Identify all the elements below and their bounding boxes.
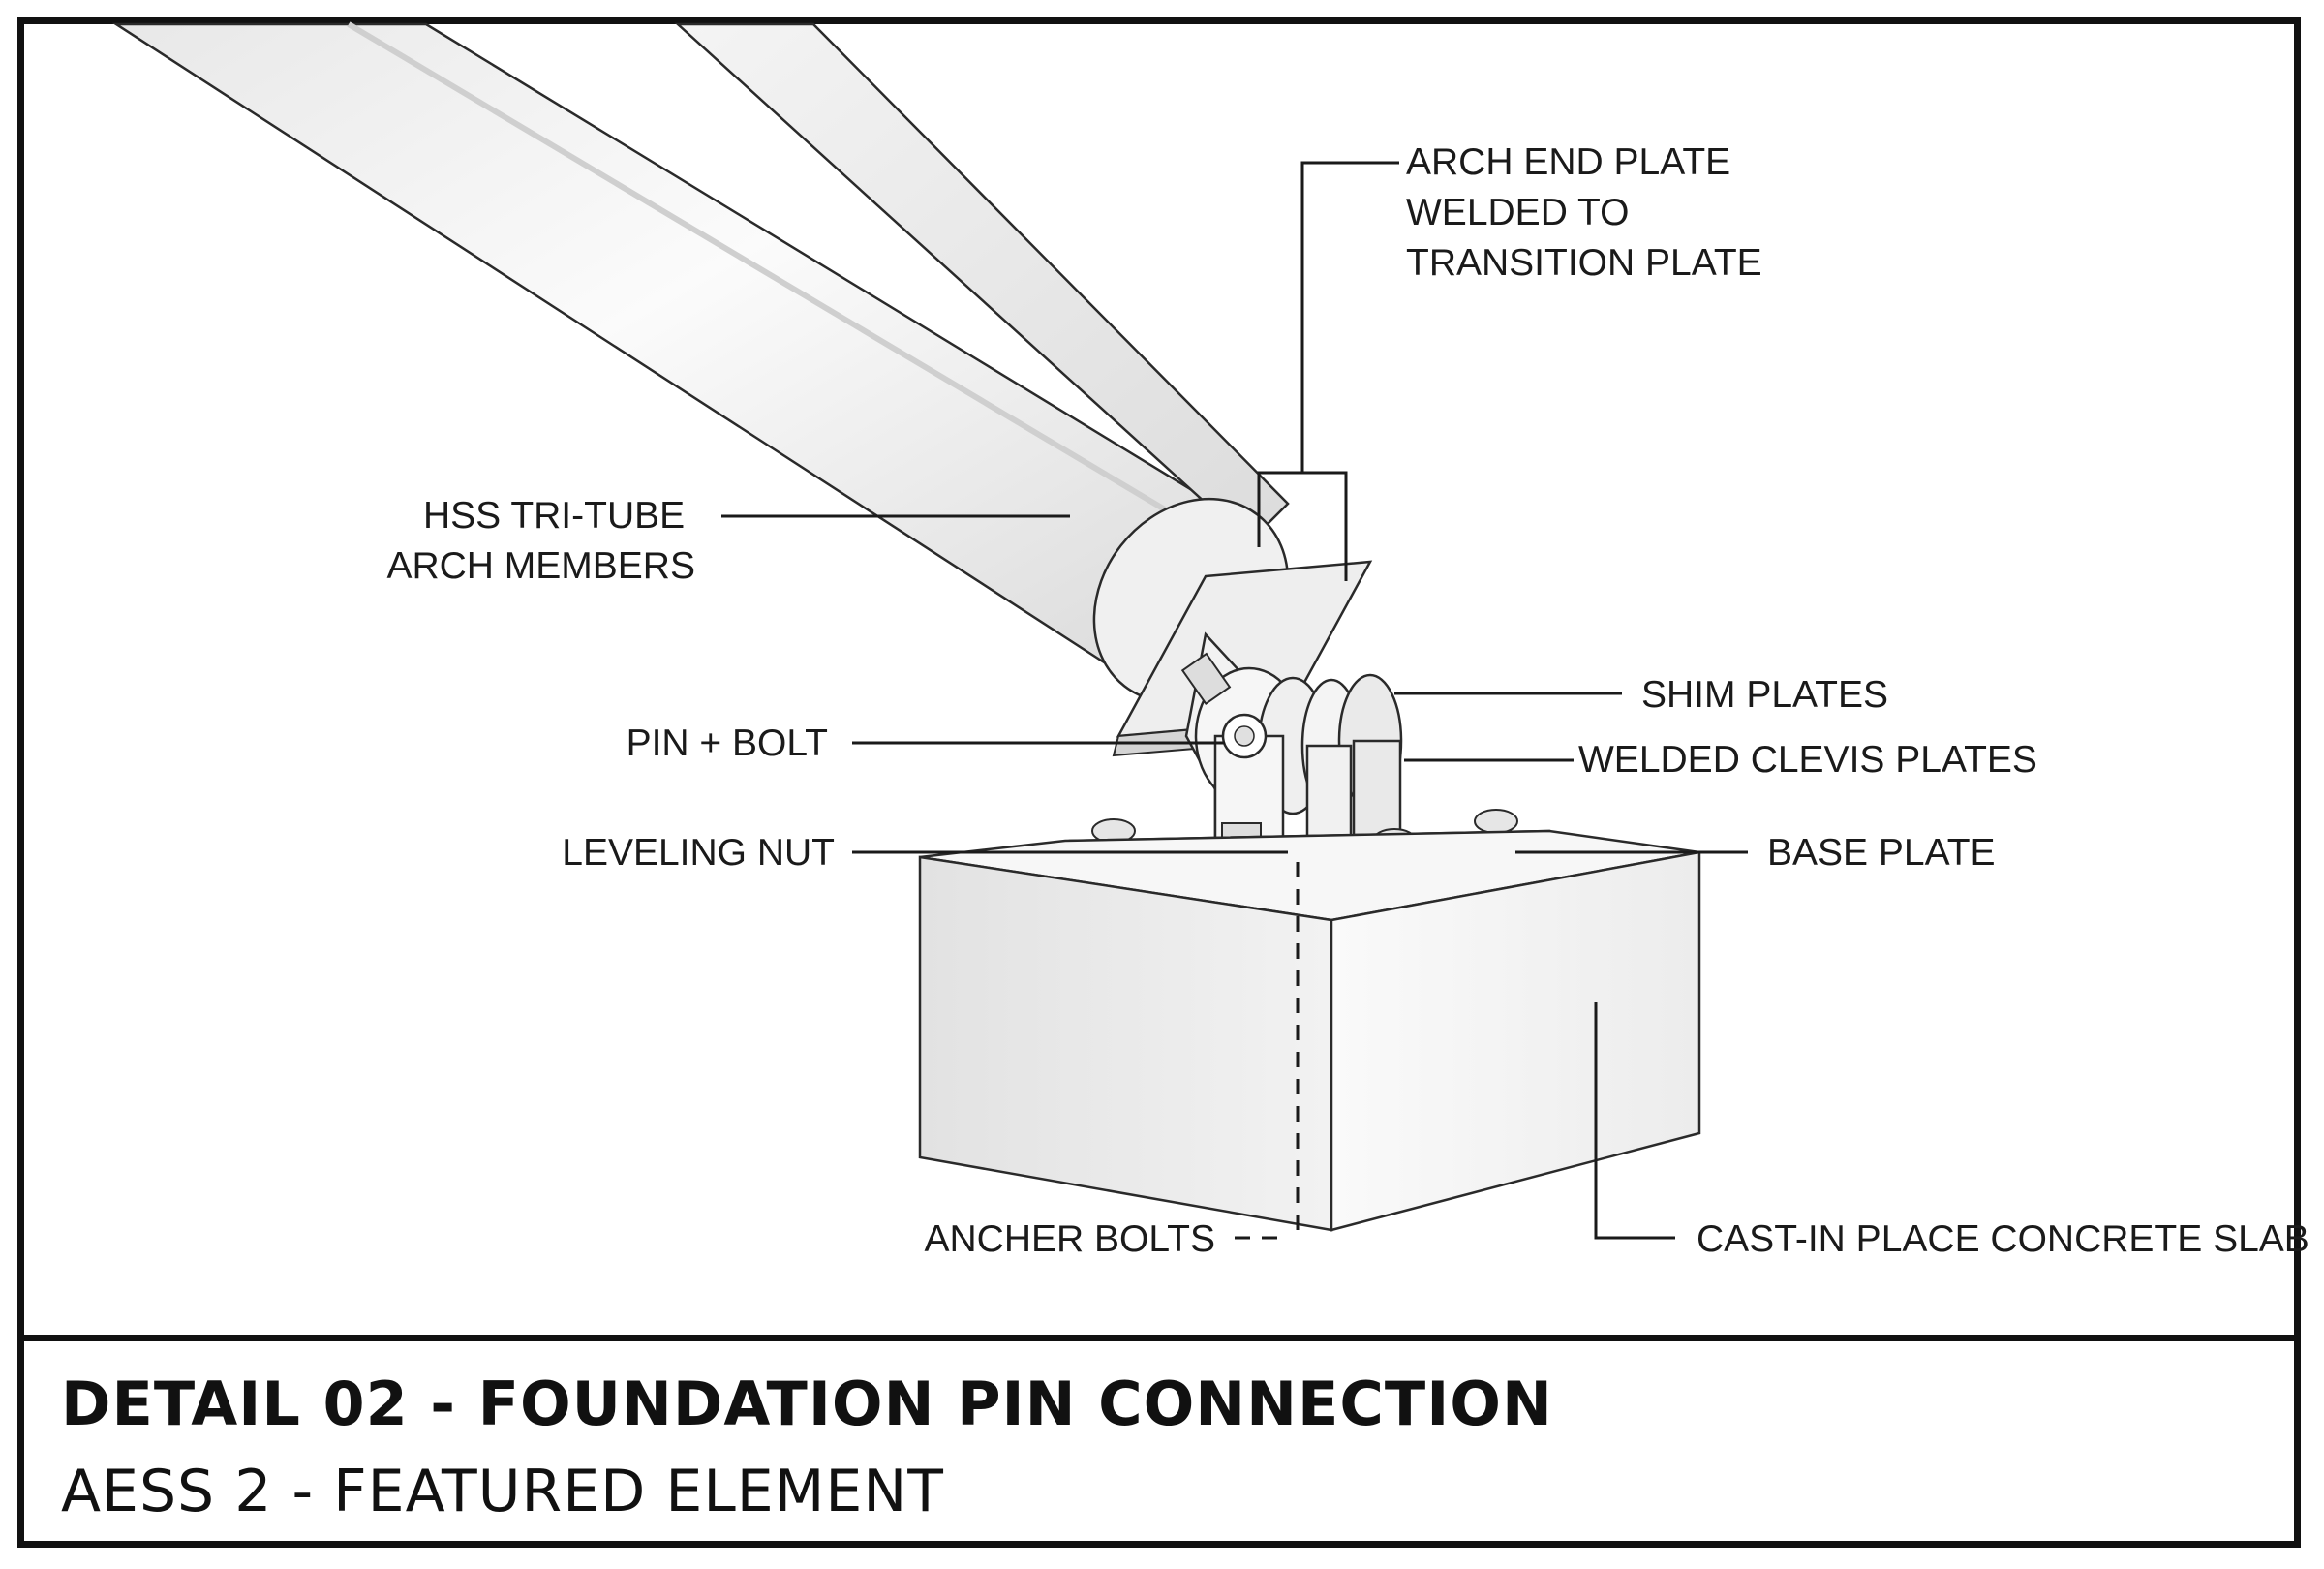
clevis-assembly [1180,631,1403,859]
label-leveling-nut: LEVELING NUT [562,832,835,874]
callout-labels: ARCH END PLATE WELDED TO TRANSITION PLAT… [386,141,2309,1260]
detail-title: DETAIL 02 - FOUNDATION PIN CONNECTION [61,1369,1553,1439]
tube-upper [674,22,1290,544]
label-arch-end-plate: ARCH END PLATE WELDED TO TRANSITION PLAT… [1406,141,1762,284]
title-block: DETAIL 02 - FOUNDATION PIN CONNECTION AE… [24,1335,2294,1541]
arch-tubes [111,21,1290,704]
leader-concrete-slab [1594,1002,1675,1240]
shim-tab-1 [1180,652,1232,706]
leader-arch-end-plate-bracket [1257,471,1348,581]
leader-lines [721,161,1748,1240]
label-ancher-bolts: ANCHER BOLTS [925,1218,1216,1260]
label-base-plate: BASE PLATE [1767,832,1996,874]
clevis-body-2 [1305,744,1353,849]
connection-drawing: ARCH END PLATE WELDED TO TRANSITION PLAT… [111,21,2309,1260]
leader-arch-end-plate [1300,161,1399,473]
label-pin-bolt: PIN + BOLT [627,723,828,764]
leveling-nut-3 [1474,809,1518,834]
label-welded-clevis: WELDED CLEVIS PLATES [1578,739,2037,781]
tube-highlight [347,21,1222,545]
slab-right [1330,850,1701,1232]
label-hss-tri-tube: HSS TRI-TUBE ARCH MEMBERS [386,495,695,587]
pin-bolt-core [1234,725,1255,747]
label-concrete-slab: CAST-IN PLACE CONCRETE SLAB [1697,1218,2309,1260]
label-shim-plates: SHIM PLATES [1641,674,1888,716]
concrete-slab-block [918,829,1701,1232]
drawing-frame [17,17,2301,1548]
slab-front [918,855,1333,1232]
detail-subtitle: AESS 2 - FEATURED ELEMENT [61,1458,944,1525]
